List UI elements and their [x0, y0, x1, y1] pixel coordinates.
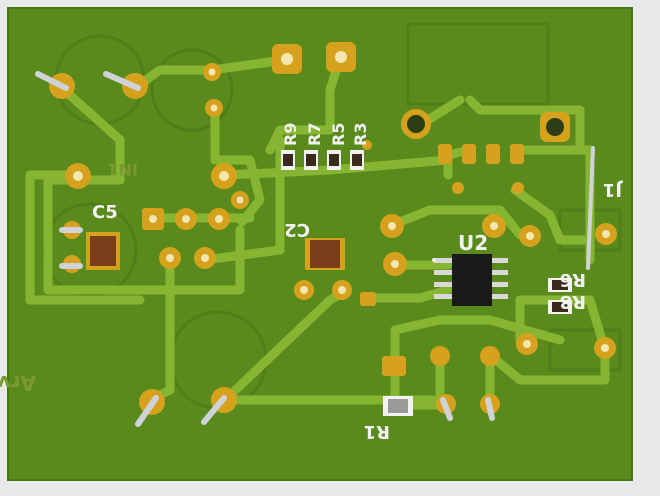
pad-u2-c [482, 214, 506, 238]
label-r7: R7 [305, 123, 324, 146]
pad-right-2 [595, 223, 617, 245]
smd-resistor-r6-r8 [548, 278, 572, 314]
label-r6: R6 [560, 269, 586, 290]
pad-u2-a [380, 214, 404, 238]
pad-right-3 [516, 333, 538, 355]
pad-center-1 [211, 163, 237, 189]
pad-row-5 [194, 247, 216, 269]
pad-top-1 [272, 44, 302, 74]
label-c5: C5 [92, 202, 118, 223]
pad-row-1 [142, 208, 164, 230]
pad-right-1 [519, 225, 541, 247]
silkscreen-labels: R9 R7 R5 R3 C5 C2 U2 J1 R6 R8 R1 Arvin I… [0, 123, 624, 442]
label-j1: J1 [603, 179, 624, 200]
pad-c2-2 [332, 280, 352, 300]
pad-row-3 [208, 208, 230, 230]
component-leads [35, 71, 595, 427]
pad-row-4 [159, 247, 181, 269]
pad-row-2 [175, 208, 197, 230]
pad-left-small [360, 292, 376, 306]
ic-u2 [432, 254, 508, 306]
pad-mount-2 [540, 112, 570, 142]
label-r1: R1 [364, 421, 390, 442]
pad-via-2 [205, 99, 223, 117]
label-r9: R9 [281, 123, 300, 146]
label-u2: U2 [458, 231, 488, 255]
pad-top-2 [326, 42, 356, 72]
capacitor-c5 [86, 232, 120, 270]
pad-left-mid [65, 163, 91, 189]
pad-j1-row [438, 144, 524, 164]
pad-via-3 [231, 191, 249, 209]
label-r5: R5 [329, 123, 348, 146]
pad-q1 [430, 346, 450, 366]
label-c2: C2 [284, 219, 310, 240]
pad-right-4 [594, 337, 616, 359]
pad-via-1 [203, 63, 221, 81]
pad-r1-top [382, 356, 406, 376]
pad-small-vias [362, 140, 524, 194]
label-r3: R3 [351, 123, 370, 146]
label-in1: IN1 [108, 160, 138, 179]
smd-resistor-r1 [383, 396, 413, 416]
pad-q2 [480, 346, 500, 366]
label-maker: Arvin [0, 371, 36, 395]
capacitor-c2 [305, 238, 345, 270]
label-r8: R8 [560, 291, 586, 312]
pad-u2-b [383, 252, 407, 276]
pad-mount-1 [401, 109, 431, 139]
pad-c2-1 [294, 280, 314, 300]
smd-resistor-row [281, 150, 364, 170]
